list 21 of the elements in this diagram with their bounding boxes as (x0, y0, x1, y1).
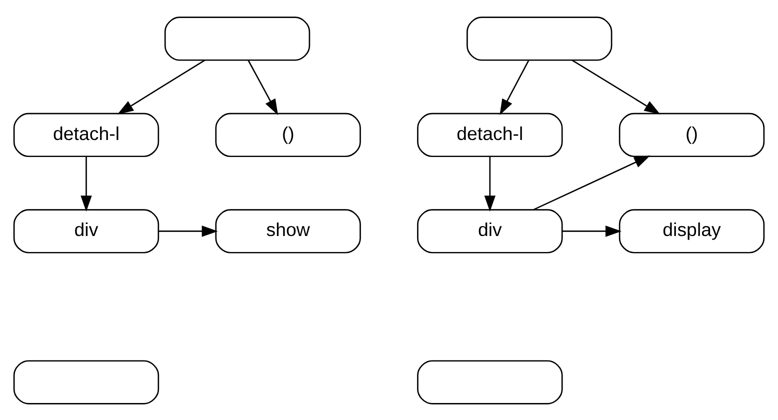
node-box (417, 360, 563, 404)
node-box: detach-l (417, 112, 563, 157)
arrow (80, 156, 92, 212)
arrow (500, 60, 530, 115)
arrow (572, 59, 660, 114)
arrow (533, 155, 650, 210)
arrow (158, 225, 218, 236)
node-box: div (417, 208, 563, 253)
arrow (562, 225, 622, 236)
arrow (484, 156, 496, 212)
arrow (248, 60, 278, 115)
node-box: () (618, 112, 765, 157)
node-box (466, 16, 612, 60)
node-box (13, 360, 160, 404)
node-box: show (215, 208, 361, 253)
node-box: display (618, 208, 765, 253)
node-box (164, 16, 310, 60)
arrow (117, 59, 206, 114)
node-box: div (13, 208, 160, 253)
node-box: detach-l (13, 112, 160, 157)
node-box: () (215, 112, 361, 157)
